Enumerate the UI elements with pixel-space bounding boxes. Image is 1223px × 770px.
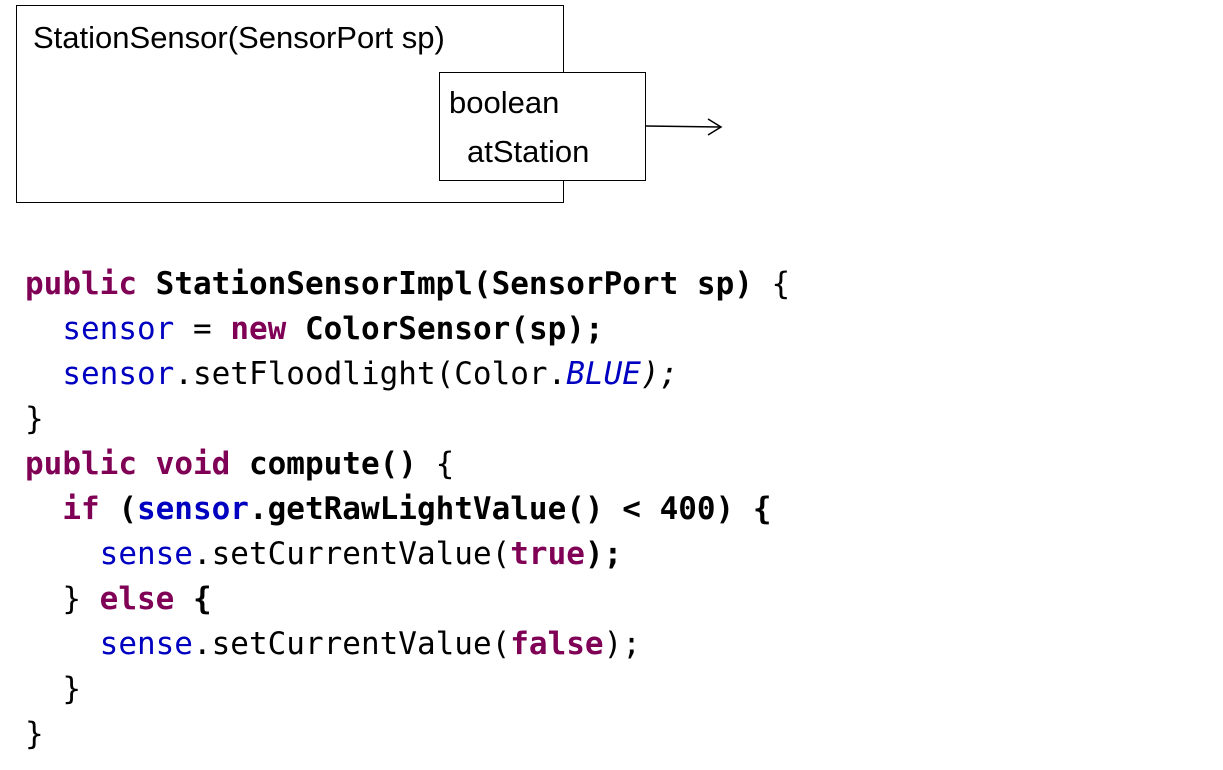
code-line-9: sense.setCurrentValue(false);: [25, 622, 790, 667]
keyword: else: [99, 581, 175, 617]
keyword: if: [62, 491, 100, 527]
code-indent: [25, 311, 62, 347]
code-line-7: sense.setCurrentValue(true);: [25, 532, 790, 577]
keyword: void: [155, 446, 231, 482]
code-tail: {: [174, 581, 212, 617]
field-ref: sense: [99, 626, 193, 662]
keyword: true: [510, 536, 585, 572]
code-space: [286, 311, 305, 347]
method-call: .setCurrentValue(: [192, 536, 511, 572]
port-name-label: atStation: [467, 134, 590, 169]
code-indent: [25, 536, 100, 572]
field-ref: sensor: [136, 491, 249, 527]
code-line-3: sensor.setFloodlight(Color.BLUE);: [25, 352, 790, 397]
code-indent: [25, 356, 62, 392]
output-port-box: boolean atStation: [439, 72, 646, 181]
code-line-2: sensor = new ColorSensor(sp);: [25, 307, 790, 352]
code-indent: [25, 626, 100, 662]
condition-expression: .getRawLightValue() < 400): [248, 491, 735, 527]
code-line-5: public void compute() {: [25, 442, 790, 487]
closing-brace: }: [25, 401, 44, 437]
keyword: public: [25, 266, 137, 302]
closing-brace: }: [25, 671, 81, 707]
code-tail: );: [584, 536, 623, 572]
keyword: public: [25, 446, 137, 482]
field-ref: sensor: [62, 311, 175, 347]
code-line-11: }: [25, 712, 790, 757]
code-line-8: } else {: [25, 577, 790, 622]
field-ref: sense: [99, 536, 193, 572]
code-space: [137, 266, 156, 302]
code-line-4: }: [25, 397, 790, 442]
code-indent: [25, 491, 62, 527]
constructor-signature: StationSensorImpl(SensorPort sp): [155, 266, 753, 302]
closing-brace: }: [25, 716, 44, 752]
method-signature: compute(): [248, 446, 417, 482]
code-block: public StationSensorImpl(SensorPort sp) …: [25, 262, 790, 757]
constructor-call: ColorSensor(sp);: [304, 311, 604, 347]
code-paren: (: [99, 491, 137, 527]
constant-ref: BLUE: [566, 356, 641, 392]
keyword: false: [510, 626, 604, 662]
output-arrow: [646, 118, 723, 136]
code-tail: {: [734, 491, 772, 527]
method-call: .setCurrentValue(: [192, 626, 511, 662]
code-tail: {: [752, 266, 791, 302]
code-space: [230, 446, 249, 482]
code-tail: );: [603, 626, 641, 662]
code-space: [81, 581, 100, 617]
closing-brace: }: [62, 581, 81, 617]
code-line-6: if (sensor.getRawLightValue() < 400) {: [25, 487, 790, 532]
code-line-10: }: [25, 667, 790, 712]
code-indent: [25, 581, 62, 617]
code-operator: =: [174, 311, 231, 347]
code-tail: {: [416, 446, 455, 482]
keyword: new: [230, 311, 287, 347]
component-title: StationSensor(SensorPort sp): [33, 20, 445, 55]
field-ref: sensor: [62, 356, 175, 392]
port-type-label: boolean: [449, 85, 560, 120]
code-space: [137, 446, 156, 482]
method-call: .setFloodlight(Color.: [174, 356, 567, 392]
code-line-1: public StationSensorImpl(SensorPort sp) …: [25, 262, 790, 307]
code-tail: );: [640, 356, 679, 392]
